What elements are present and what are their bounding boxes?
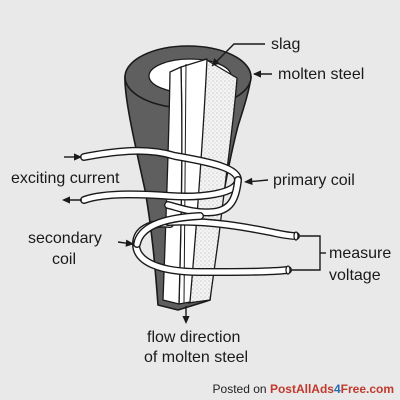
posted-on-watermark: Posted on PostAllAds4Free.com	[213, 382, 394, 396]
flow-direction-label-line1: flow direction	[147, 329, 240, 346]
primary-coil	[80, 146, 242, 217]
slag-arrowhead	[212, 58, 220, 66]
arrowheads	[62, 58, 261, 324]
site-name-number: 4	[333, 382, 341, 396]
primary-coil-label: primary coil	[273, 172, 355, 189]
secondary-coil-label-line1: secondary	[28, 230, 102, 247]
measure-voltage-label-line1: measure	[329, 245, 391, 262]
secondary-lead-bottom-end	[285, 265, 291, 275]
flow-direction-label-line2: of molten steel	[144, 349, 248, 366]
secondary-coil-label-line2: coil	[52, 251, 76, 268]
site-link[interactable]: PostAllAds4Free.com	[270, 382, 394, 396]
steel-wall-section	[162, 66, 183, 305]
molten-steel-arrowhead	[253, 70, 261, 78]
slag-leader	[211, 43, 265, 67]
slag-label: slag	[271, 36, 300, 53]
slag-core-edge	[183, 63, 187, 304]
primary-coil-arrowhead	[244, 177, 253, 185]
secondary-coil-arrowhead	[125, 239, 134, 247]
flow-direction-arrowhead	[182, 316, 190, 324]
posted-on-prefix: Posted on	[212, 382, 267, 396]
secondary-lead-top-end	[293, 231, 299, 241]
exciting-current-label: exciting current	[11, 170, 120, 187]
measure-voltage-bracket	[292, 235, 321, 271]
molten-steel-label: molten steel	[278, 66, 364, 83]
secondary-coil	[132, 212, 300, 276]
exciting-current-in-arrowhead	[74, 153, 82, 161]
exciting-current-out-arrowhead	[62, 196, 70, 204]
site-name-part2: Free.com	[340, 382, 394, 396]
measure-voltage-label-line2: voltage	[329, 267, 381, 284]
site-name-part1: PostAllAds	[269, 382, 334, 396]
